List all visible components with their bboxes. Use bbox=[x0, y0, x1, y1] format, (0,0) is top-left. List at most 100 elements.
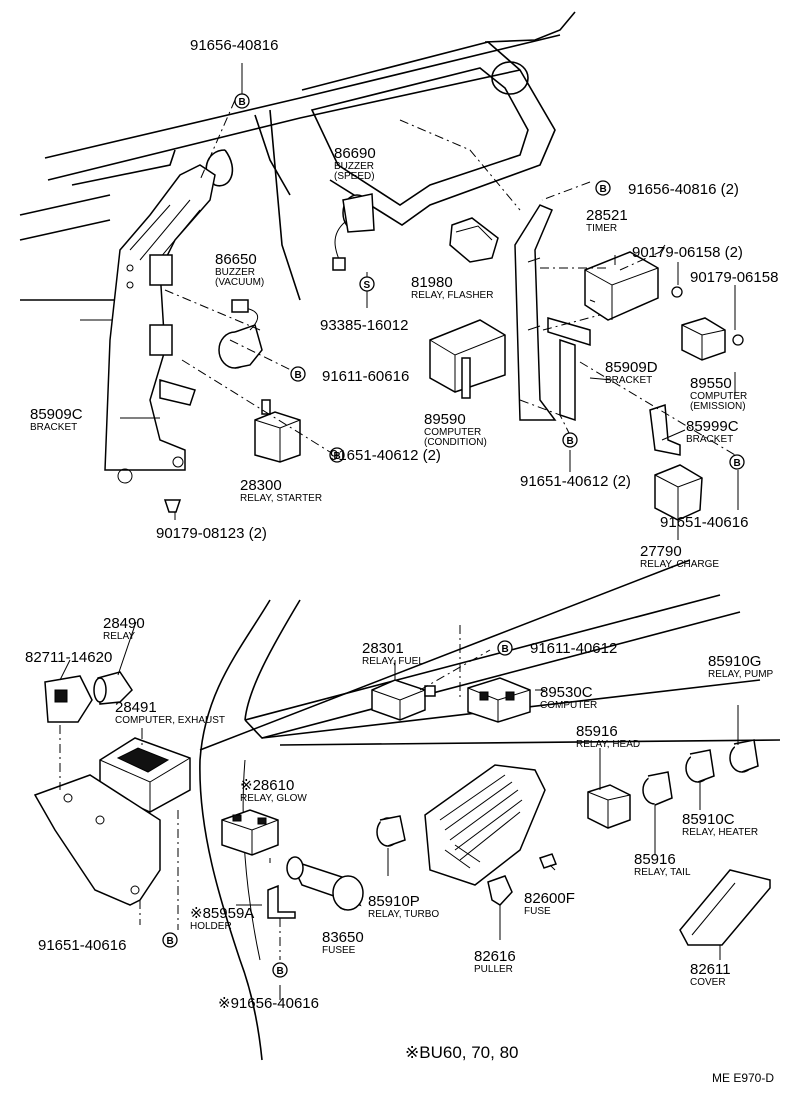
bolt-symbol-icon bbox=[272, 962, 288, 978]
part-description-label: (CONDITION) bbox=[424, 437, 487, 448]
part-description-label: COMPUTER, EXHAUST bbox=[115, 715, 225, 726]
part-description-label: RELAY, TURBO bbox=[368, 909, 439, 920]
part-number-label: 90179-06158 (2) bbox=[632, 244, 743, 261]
part-description-label: FUSEE bbox=[322, 945, 356, 956]
part-description-label: RELAY, TAIL bbox=[634, 867, 691, 878]
computer-89530c-drawing bbox=[459, 625, 531, 723]
diagram-reference: ME E970-D bbox=[712, 1071, 774, 1085]
part-description-label: TIMER bbox=[586, 223, 617, 234]
part-description-label: BUZZER bbox=[215, 267, 255, 278]
clip-drawing bbox=[163, 499, 182, 513]
bolt-symbol-icon bbox=[162, 932, 178, 948]
part-number-label: 89530C bbox=[540, 684, 593, 701]
puller-drawing bbox=[487, 875, 513, 906]
fastener-code-label: B bbox=[600, 184, 607, 195]
bolt-symbol-icon bbox=[290, 366, 306, 382]
relay-starter-drawing bbox=[254, 399, 301, 463]
relay-turbo-drawing bbox=[376, 815, 406, 847]
part-description-label: RELAY, PUMP bbox=[708, 669, 774, 680]
part-number-label: 91651-40612 (2) bbox=[330, 447, 441, 464]
part-number-label: 91656-40816 (2) bbox=[628, 181, 739, 198]
relay-glow-drawing bbox=[221, 809, 279, 856]
part-number-label: 82711-14620 bbox=[25, 649, 112, 666]
lower-leader-lines bbox=[59, 621, 739, 1000]
fuse-block-drawing bbox=[424, 764, 546, 886]
part-number-label: 85916 bbox=[576, 723, 618, 740]
part-description-label: HOLDER bbox=[190, 921, 232, 932]
part-number-label: ※85959A bbox=[190, 905, 254, 922]
timer-drawing bbox=[584, 251, 659, 321]
part-description-label: BUZZER bbox=[334, 161, 374, 172]
part-description-label: BRACKET bbox=[686, 434, 733, 445]
part-description-label: RELAY, CHARGE bbox=[640, 559, 719, 570]
fastener-code-label: B bbox=[239, 97, 246, 108]
computer-condition-drawing bbox=[429, 319, 506, 399]
part-number-label: 89550 bbox=[690, 375, 732, 392]
part-number-label: ※91656-40616 bbox=[218, 995, 319, 1012]
part-number-label: 86690 bbox=[334, 145, 376, 162]
part-description-label: RELAY, HEAD bbox=[576, 739, 640, 750]
part-number-label: 91651-40616 bbox=[38, 937, 126, 954]
part-number-label: 85999C bbox=[686, 418, 739, 435]
relay-pump-drawing bbox=[729, 739, 759, 773]
fastener-code-label: B bbox=[502, 644, 509, 655]
part-description-label: PULLER bbox=[474, 964, 513, 975]
bolt-symbol-icon bbox=[562, 432, 578, 448]
dashboard-outline bbox=[19, 11, 576, 321]
fusee-drawing bbox=[286, 856, 364, 911]
part-description-label: COMPUTER bbox=[690, 391, 747, 402]
part-number-label: 82600F bbox=[524, 890, 575, 907]
part-number-label: 28490 bbox=[103, 615, 145, 632]
relay-charge-drawing bbox=[654, 464, 703, 521]
part-number-label: 27790 bbox=[640, 543, 682, 560]
part-labels: 91656-4081686690BUZZER(SPEED)91656-40816… bbox=[25, 37, 778, 1012]
bracket-85999c-drawing bbox=[649, 403, 681, 456]
part-number-label: 28300 bbox=[240, 477, 282, 494]
bolt-symbol-icon bbox=[729, 454, 745, 470]
screw-symbol-icon bbox=[359, 276, 375, 292]
fastener-code-label: B bbox=[567, 436, 574, 447]
part-description-label: RELAY, GLOW bbox=[240, 793, 307, 804]
bracket-85909c-drawing bbox=[104, 164, 216, 484]
fastener-code-label: S bbox=[364, 280, 371, 291]
part-number-label: 90179-08123 (2) bbox=[156, 525, 267, 542]
part-number-label: ※28610 bbox=[240, 777, 294, 794]
buzzer-vacuum-drawing bbox=[218, 299, 263, 369]
part-description-label: BRACKET bbox=[605, 375, 652, 386]
bolt-symbol-icon bbox=[234, 93, 250, 109]
computer-exhaust-drawing bbox=[33, 725, 191, 930]
computer-emission-drawing bbox=[671, 286, 744, 361]
part-description-label: RELAY, STARTER bbox=[240, 493, 322, 504]
part-number-label: 89590 bbox=[424, 411, 466, 428]
fastener-code-label: B bbox=[167, 936, 174, 947]
part-description-label: (VACUUM) bbox=[215, 277, 264, 288]
relay-fuel-drawing bbox=[371, 679, 436, 721]
part-number-label: 93385-16012 bbox=[320, 317, 408, 334]
part-number-label: 85909C bbox=[30, 406, 83, 423]
part-number-label: 82611 bbox=[690, 961, 731, 978]
fuse-drawing bbox=[539, 853, 557, 869]
part-description-label: COVER bbox=[690, 977, 726, 988]
relay-tail-drawing bbox=[642, 771, 673, 806]
cover-drawing bbox=[679, 869, 771, 946]
part-description-label: RELAY, FLASHER bbox=[411, 290, 493, 301]
part-number-label: 91611-60616 bbox=[322, 368, 409, 385]
part-description-label: COMPUTER bbox=[424, 427, 481, 438]
part-number-label: 82616 bbox=[474, 948, 516, 965]
part-description-label: (EMISSION) bbox=[690, 401, 746, 412]
part-description-label: FUSE bbox=[524, 906, 551, 917]
part-number-label: 91651-40616 bbox=[660, 514, 748, 531]
part-number-label: 91656-40816 bbox=[190, 37, 278, 54]
part-number-label: 28491 bbox=[115, 699, 157, 716]
part-description-label: COMPUTER bbox=[540, 700, 597, 711]
part-number-label: 85909D bbox=[605, 359, 658, 376]
part-description-label: BRACKET bbox=[30, 422, 77, 433]
part-number-label: 85910C bbox=[682, 811, 735, 828]
part-number-label: 85910P bbox=[368, 893, 420, 910]
relay-28490-drawing bbox=[44, 671, 133, 723]
part-description-label: RELAY bbox=[103, 631, 135, 642]
upper-leader-lines bbox=[120, 63, 739, 540]
part-description-label: RELAY, HEATER bbox=[682, 827, 758, 838]
part-number-label: 28301 bbox=[362, 640, 404, 657]
